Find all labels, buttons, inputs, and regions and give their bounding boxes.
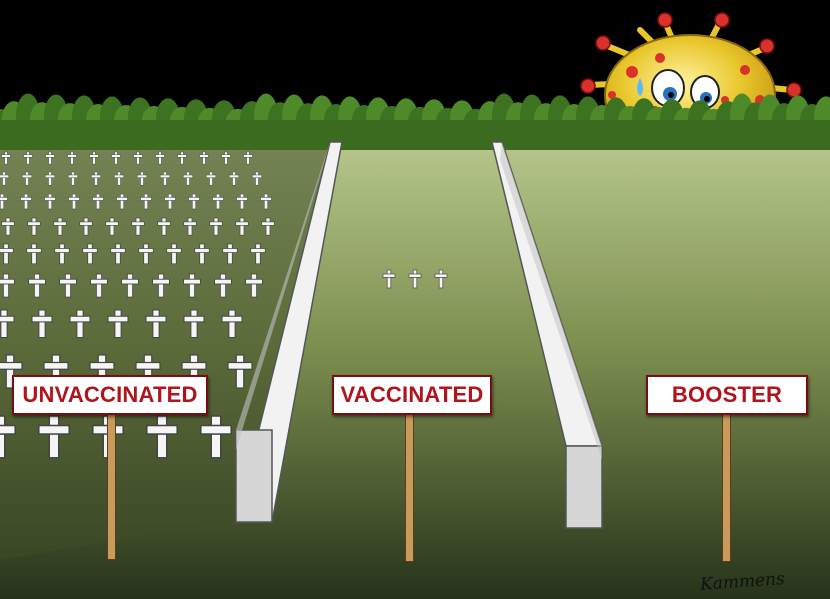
sign-unvaccinated: UNVACCINATED [12,375,208,415]
cross-icon [138,243,154,265]
cross-icon [133,151,143,165]
cross-icon [0,171,10,186]
cross-icon [23,151,33,165]
cross-icon [59,273,77,298]
cross-icon [222,243,238,265]
sign-post-booster [722,412,731,562]
cross-icon [260,193,272,210]
cross-icon [116,193,128,210]
cross-icon [157,217,171,236]
cross-icon [26,243,42,265]
cross-icon [90,171,102,186]
cross-icon [44,171,56,186]
cross-icon [166,243,182,265]
cross-icon [140,193,152,210]
cross-icon [136,171,148,186]
cross-icon [69,309,91,338]
cross-icon [261,217,275,236]
cross-icon [90,273,108,298]
cross-icon [155,151,165,165]
cross-icon [27,217,41,236]
cross-icon [183,273,201,298]
cross-icon [146,415,178,459]
cross-icon [0,243,14,265]
cross-icon [0,415,16,459]
left-wall [235,141,343,523]
cross-icon [1,151,11,165]
cross-icon [0,273,15,298]
tree-band [0,120,830,150]
cross-icon [235,217,249,236]
cross-icon [45,151,55,165]
sign-post-vaccinated [405,412,414,562]
cross-icon [21,171,33,186]
cross-icon [221,151,231,165]
cross-icon [44,193,56,210]
cross-icon [68,193,80,210]
cross-icon [209,217,223,236]
cross-icon [227,354,253,389]
sign-post-unvaccinated [107,412,116,560]
cross-icon [236,193,248,210]
cross-icon [0,193,8,210]
cross-icon [159,171,171,186]
cross-icon [79,217,93,236]
cross-icon [188,193,200,210]
cross-icon [177,151,187,165]
cross-icon [200,415,232,459]
cross-icon [67,171,79,186]
cross-icon [28,273,46,298]
cross-icon [250,243,266,265]
cross-icon [53,217,67,236]
cross-icon [228,171,240,186]
cross-icon [82,243,98,265]
cross-icon [92,193,104,210]
cross-icon [145,309,167,338]
cross-icon [0,309,15,338]
cross-icon [182,171,194,186]
cross-icon [131,217,145,236]
vaccinated-crosses [382,269,448,289]
cross-icon [113,171,125,186]
cross-icon [221,309,243,338]
cross-icon [121,273,139,298]
tree-line [0,93,830,150]
cross-icon [43,354,69,389]
cemetery-crosses [0,151,275,459]
sign-booster: BOOSTER [646,375,808,415]
cross-icon [54,243,70,265]
cross-icon [38,415,70,459]
cross-icon [251,171,263,186]
cross-icon [111,151,121,165]
cross-icon [1,217,15,236]
cross-icon [67,151,77,165]
cross-icon [212,193,224,210]
cross-icon [107,309,129,338]
cross-icon [214,273,232,298]
cross-icon [152,273,170,298]
cross-icon [245,273,263,298]
virus-eyes [637,69,731,124]
cross-icon [20,193,32,210]
cross-icon [31,309,53,338]
cross-icon [183,217,197,236]
cross-icon [164,193,176,210]
cross-icon [183,309,205,338]
right-wall [491,141,604,529]
cross-icon [105,217,119,236]
cross-icon [243,151,253,165]
cross-icon [110,243,126,265]
sign-vaccinated: VACCINATED [332,375,492,415]
cross-icon [0,354,23,389]
cross-icon [89,151,99,165]
cross-icon [205,171,217,186]
cross-icon [199,151,209,165]
cross-icon [194,243,210,265]
